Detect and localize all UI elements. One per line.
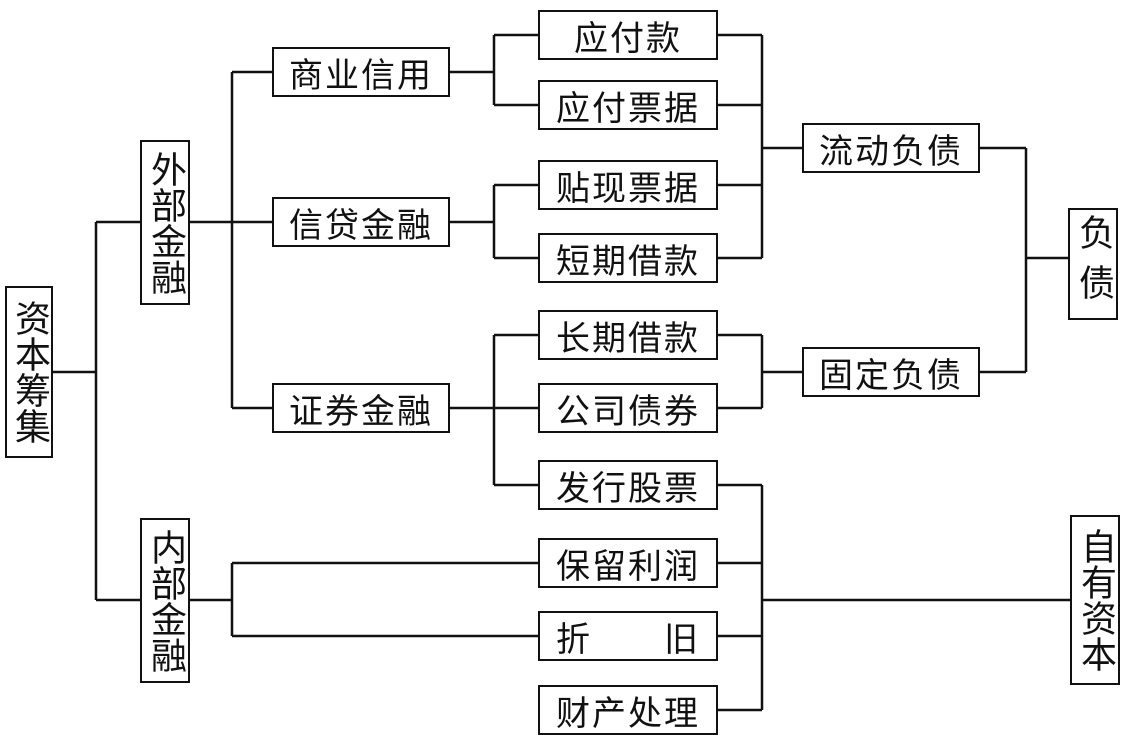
external-finance-node: 外部金融: [140, 140, 190, 305]
discounted-notes-node: 贴现票据: [538, 160, 718, 210]
root-node: 资本筹集: [5, 286, 53, 458]
connector-external: [190, 70, 272, 410]
connector-liabilities: [980, 146, 1068, 374]
corporate-bonds-node: 公司债券: [538, 383, 718, 433]
connector-equity: [718, 483, 1070, 712]
connector-securities: [450, 333, 538, 487]
property-disposal-node: 财产处理: [538, 685, 718, 735]
notes-payable-node: 应付票据: [538, 80, 718, 130]
liabilities-node: 负债: [1068, 208, 1118, 320]
connector-fixed: [718, 333, 802, 410]
retained-earnings-node: 保留利润: [538, 538, 718, 588]
securities-finance-node: 证券金融: [272, 383, 450, 433]
connector-commercial: [450, 33, 538, 107]
equity-node: 自有资本: [1070, 515, 1120, 685]
connector-current: [718, 33, 802, 260]
accounts-payable-node: 应付款: [538, 10, 718, 60]
short-term-loans-node: 短期借款: [538, 233, 718, 283]
commercial-credit-node: 商业信用: [272, 47, 450, 97]
depreciation-node: 折 旧: [538, 611, 718, 661]
connector-credit: [450, 183, 538, 260]
connector-internal: [190, 561, 538, 638]
credit-finance-node: 信贷金融: [272, 197, 450, 247]
long-term-loans-node: 长期借款: [538, 310, 718, 360]
internal-finance-node: 内部金融: [140, 518, 190, 683]
fixed-liabilities-node: 固定负债: [802, 347, 980, 397]
connector-root: [52, 220, 140, 602]
issue-stock-node: 发行股票: [538, 460, 718, 510]
current-liabilities-node: 流动负债: [802, 123, 980, 173]
